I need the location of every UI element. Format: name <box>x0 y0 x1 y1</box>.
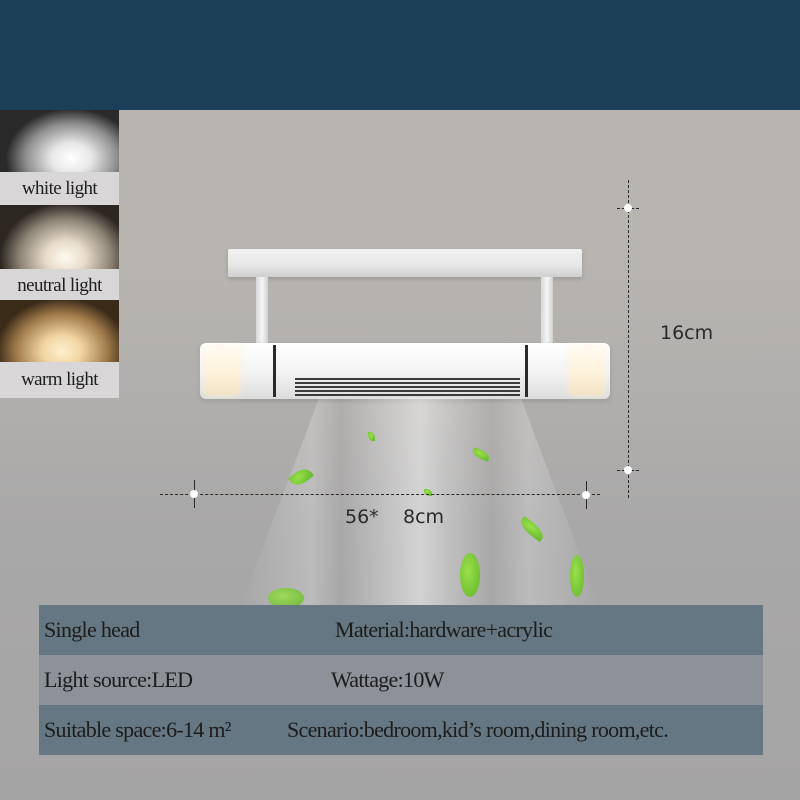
spec-light-source: Light source:LED <box>44 667 193 692</box>
lamp-end-light-right <box>570 347 604 395</box>
body-seam-left <box>273 345 276 397</box>
width-dimension-dot-right <box>582 491 590 499</box>
swatch-label: neutral light <box>0 269 119 302</box>
air-vent-grille <box>295 378 520 396</box>
swatch-label: warm light <box>0 362 119 398</box>
spec-wattage: Wattage:10W <box>331 667 444 692</box>
spec-material: Material:hardware+acrylic <box>335 617 553 642</box>
height-dimension-dot-bottom <box>624 466 632 474</box>
spec-row: Light source:LED Wattage:10W <box>39 655 763 705</box>
width-dimension-label-part1: 56* <box>345 506 379 528</box>
white-light-glow <box>0 110 119 172</box>
leaf-icon <box>460 553 480 597</box>
swatch-label: white light <box>0 172 119 205</box>
height-dimension-label: 16cm <box>660 322 714 344</box>
body-seam-right <box>525 345 528 397</box>
height-dimension-dot-top <box>624 204 632 212</box>
warm-light-glow <box>0 300 119 362</box>
leaf-icon <box>570 555 584 597</box>
ceiling-mount-plate <box>228 249 582 277</box>
neutral-light-glow <box>0 205 119 269</box>
width-dimension-line <box>160 494 600 495</box>
support-rod-left <box>256 277 268 343</box>
width-dimension-label-part2: 8cm <box>403 506 445 528</box>
spec-row: Single head Material:hardware+acrylic <box>39 605 763 655</box>
leaf-icon <box>424 489 432 496</box>
leaf-icon <box>268 588 304 608</box>
support-rod-right <box>541 277 553 343</box>
spec-table: Single head Material:hardware+acrylic Li… <box>39 605 763 755</box>
spec-type: Single head <box>44 617 140 642</box>
leaf-icon <box>368 432 375 441</box>
top-banner <box>0 0 800 110</box>
lamp-end-light-left <box>205 347 239 395</box>
spec-suitable-space: Suitable space:6-14 m² <box>44 717 231 742</box>
width-dimension-dot-left <box>190 490 198 498</box>
height-dimension-line <box>628 180 629 498</box>
spec-scenario: Scenario:bedroom,kid’s room,dining room,… <box>287 717 669 742</box>
spec-row: Suitable space:6-14 m² Scenario:bedroom,… <box>39 705 763 755</box>
